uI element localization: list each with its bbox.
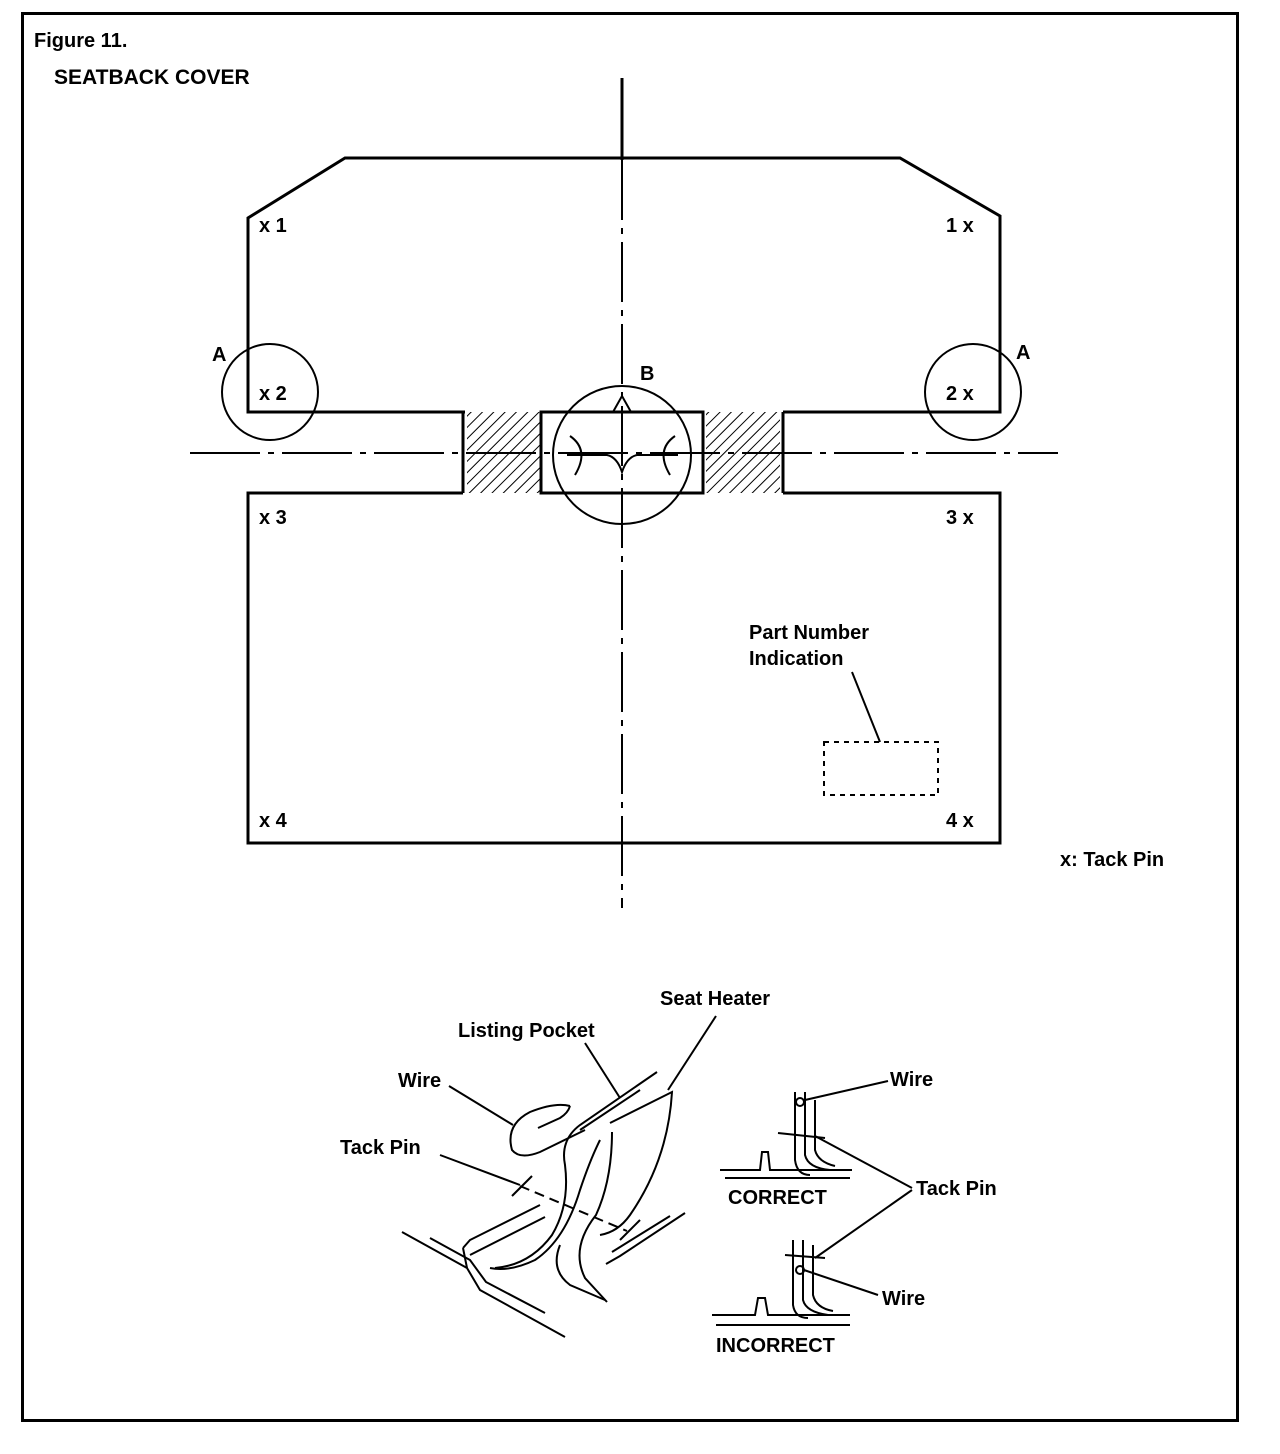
listing-detail-illustration	[401, 1015, 717, 1338]
hatched-region-right	[706, 412, 780, 493]
tack-pin-label-2-right: 2 x	[946, 383, 974, 405]
slot-edges	[461, 412, 785, 493]
seatback-lower-panel	[246, 491, 1002, 845]
callout-b: B	[640, 363, 655, 385]
inset-wire-label-bottom: Wire	[882, 1288, 926, 1310]
callout-a-right: A	[1016, 342, 1031, 364]
incorrect-label: INCORRECT	[716, 1335, 835, 1357]
inset-wire-label-top: Wire	[890, 1069, 934, 1091]
figure-title: Figure 11.	[34, 30, 128, 52]
part-number-label-line1: Part Number	[749, 622, 870, 644]
tack-pin-label-3-left: x 3	[259, 507, 287, 529]
center-tab	[539, 410, 705, 495]
tack-pin-label-1-right: 1 x	[946, 215, 974, 237]
detail-circle-a-left	[221, 343, 319, 441]
tack-pin-label-2-left: x 2	[259, 383, 287, 405]
callout-a-left: A	[212, 344, 227, 366]
correct-inset-illustration	[720, 1080, 913, 1189]
tack-pin-label-4-left: x 4	[259, 810, 287, 832]
wire-label: Wire	[398, 1070, 442, 1092]
detail-circle-a-right	[924, 343, 1022, 441]
correct-label: CORRECT	[728, 1187, 827, 1209]
tack-pin-label-1-left: x 1	[259, 215, 287, 237]
tack-pin-label-4-right: 4 x	[946, 810, 974, 832]
tack-pin-label: Tack Pin	[340, 1137, 421, 1159]
figure-frame	[21, 12, 1239, 1422]
detail-circle-b	[552, 385, 692, 525]
incorrect-inset-illustration	[712, 1189, 913, 1326]
part-number-label-line2: Indication	[749, 648, 844, 670]
inset-tack-pin-label: Tack Pin	[916, 1178, 997, 1200]
detail-b-fold	[567, 393, 678, 476]
center-lines	[190, 78, 1058, 908]
seat-heater-label: Seat Heater	[660, 988, 771, 1010]
tack-pin-label-3-right: 3 x	[946, 507, 974, 529]
listing-pocket-label: Listing Pocket	[458, 1020, 595, 1042]
tack-pin-legend: x: Tack Pin	[1060, 849, 1165, 871]
seatback-upper-panel	[246, 156, 1002, 414]
part-number-leader	[851, 671, 881, 743]
part-number-box	[823, 741, 939, 796]
hatched-region-left	[467, 412, 540, 493]
figure-subtitle: SEATBACK COVER	[54, 66, 250, 89]
